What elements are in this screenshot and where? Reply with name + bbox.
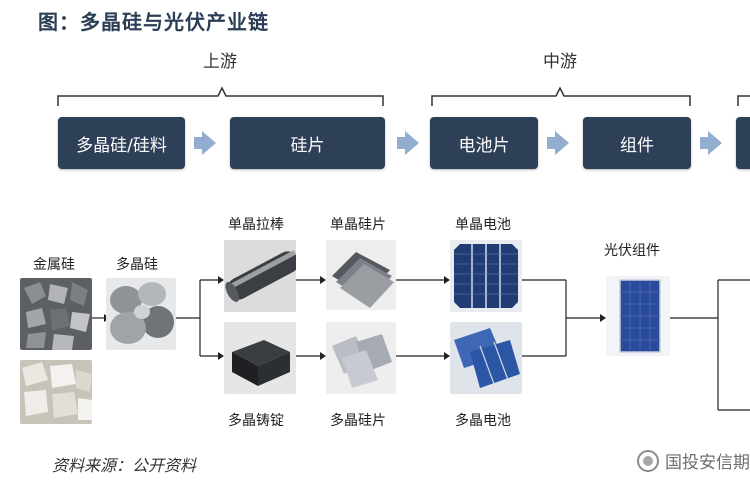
chain-arrow-3 — [555, 131, 569, 155]
wechat-logo-icon — [637, 449, 659, 472]
label-mono-cell: 单晶电池 — [455, 217, 511, 233]
chain-arrow-2-shaft — [397, 137, 405, 149]
mono-wafer-image — [326, 240, 396, 310]
watermark-text: 国投安信期 — [665, 453, 750, 473]
label-multi-cell: 多晶电池 — [455, 413, 511, 429]
mono-cell-image — [450, 240, 522, 312]
multi-ingot-image — [224, 322, 296, 394]
multi-wafer-image — [326, 322, 396, 394]
downstream-bracket-partial — [737, 95, 750, 106]
chain-label-cell: 电池片 — [458, 135, 510, 156]
mono-ingot-image — [224, 240, 296, 312]
chain-arrow-3-shaft — [547, 137, 555, 149]
stage-label-upstream: 上游 — [203, 52, 237, 72]
label-mono-ingot: 单晶拉棒 — [228, 217, 284, 233]
pv-module-image — [606, 276, 670, 356]
metal-silicon-image-top — [20, 278, 92, 350]
chain-arrow-4 — [708, 131, 722, 155]
stage-label-midstream: 中游 — [543, 52, 577, 72]
diagram-title: 图：多晶硅与光伏产业链 — [38, 10, 269, 34]
chain-label-wafer: 硅片 — [290, 135, 325, 156]
chain-arrow-2 — [405, 131, 419, 155]
chain-box-polysilicon: 多晶硅/硅料 — [58, 117, 185, 169]
midstream-bracket — [431, 86, 691, 106]
chain-label-module: 组件 — [620, 135, 654, 156]
chain-arrow-4-shaft — [700, 137, 708, 149]
chain-box-module: 组件 — [583, 117, 691, 169]
metal-silicon-image-bottom — [20, 360, 92, 424]
chain-box-wafer: 硅片 — [230, 117, 385, 169]
upstream-bracket — [57, 86, 384, 106]
multi-cell-image — [450, 322, 522, 394]
chain-label-polysilicon: 多晶硅/硅料 — [76, 135, 167, 156]
label-metal-silicon: 金属硅 — [33, 257, 75, 273]
label-multi-wafer: 多晶硅片 — [330, 413, 386, 429]
chain-box-downstream-partial — [736, 117, 750, 169]
label-pv-module: 光伏组件 — [604, 243, 660, 259]
chain-arrow-1-shaft — [194, 137, 202, 149]
watermark: 国投安信期 — [637, 448, 750, 473]
chain-arrow-1 — [202, 131, 216, 155]
label-mono-wafer: 单晶硅片 — [330, 217, 386, 233]
label-multi-ingot: 多晶铸锭 — [228, 413, 284, 429]
label-polysilicon: 多晶硅 — [116, 257, 158, 273]
chain-box-cell: 电池片 — [430, 117, 538, 169]
source-note: 资料来源：公开资料 — [52, 456, 197, 475]
polysilicon-image — [106, 278, 176, 350]
